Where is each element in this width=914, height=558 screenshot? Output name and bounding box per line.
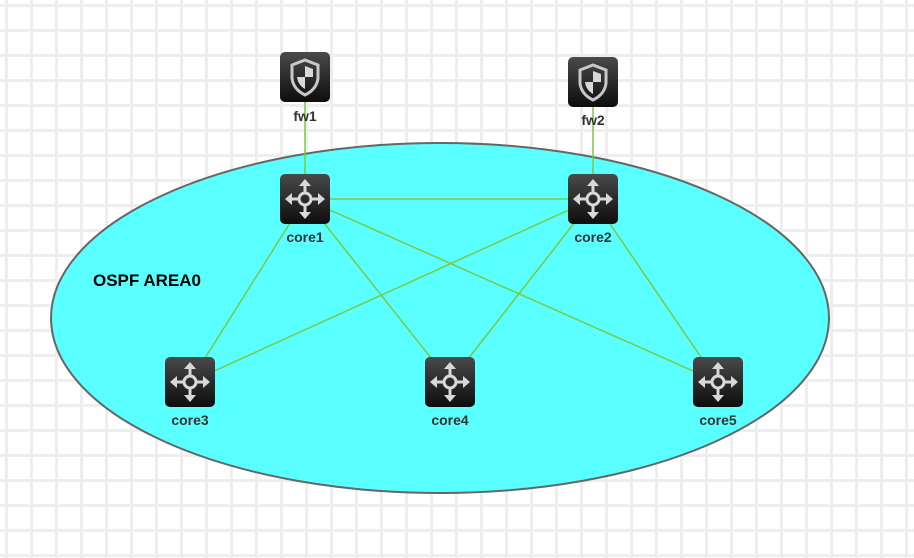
link-core2-core4[interactable] <box>449 198 594 383</box>
device-box <box>693 357 743 407</box>
link-core1-core3[interactable] <box>189 198 306 383</box>
router-arrows-icon <box>285 179 325 219</box>
node-core2[interactable]: core2 <box>568 174 618 245</box>
link-core2-core5[interactable] <box>592 198 719 383</box>
device-box <box>568 174 618 224</box>
ospf-area-ellipse[interactable] <box>50 142 830 494</box>
device-box <box>165 357 215 407</box>
node-core5[interactable]: core5 <box>693 357 743 428</box>
router-arrows-icon <box>430 362 470 402</box>
router-arrows-icon <box>170 362 210 402</box>
node-label: core2 <box>574 229 612 245</box>
router-arrows-icon <box>573 179 613 219</box>
node-label: core5 <box>699 412 737 428</box>
node-label: fw2 <box>581 112 605 128</box>
device-box <box>280 174 330 224</box>
device-box <box>425 357 475 407</box>
link-core1-core5[interactable] <box>304 198 719 383</box>
node-fw2[interactable]: fw2 <box>568 57 618 128</box>
node-core4[interactable]: core4 <box>425 357 475 428</box>
router-arrows-icon <box>698 362 738 402</box>
node-label: fw1 <box>293 108 317 124</box>
node-label: core1 <box>286 229 324 245</box>
node-core3[interactable]: core3 <box>165 357 215 428</box>
firewall-shield-icon <box>290 58 320 97</box>
ospf-area-label: OSPF AREA0 <box>93 271 201 290</box>
node-label: core3 <box>171 412 209 428</box>
link-core2-core3[interactable] <box>189 198 594 383</box>
node-label: core4 <box>431 412 469 428</box>
node-core1[interactable]: core1 <box>280 174 330 245</box>
firewall-shield-icon <box>578 63 608 102</box>
link-core1-core4[interactable] <box>304 198 451 383</box>
node-fw1[interactable]: fw1 <box>280 52 330 124</box>
